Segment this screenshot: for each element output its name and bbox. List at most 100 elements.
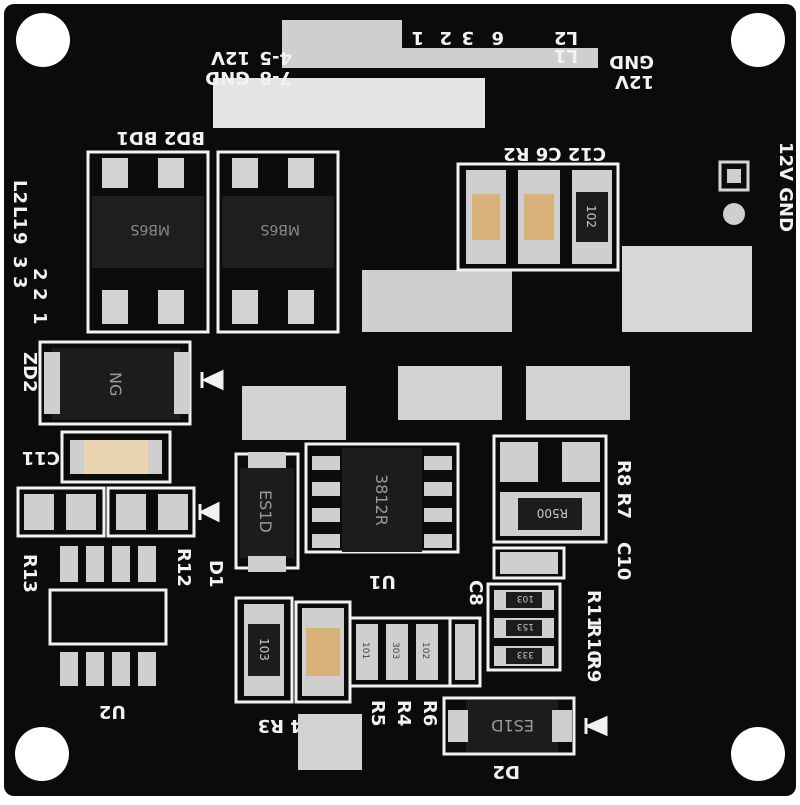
pin-number-labels: 6 3 2 1 — [411, 27, 504, 48]
bridge-2-marking: MB6S — [260, 221, 300, 237]
mounting-hole-bottom-left — [15, 727, 69, 781]
u1-pin-8 — [424, 534, 452, 548]
r7-marking: R500 — [537, 506, 568, 520]
zener-pad-right — [174, 352, 190, 414]
left-label-l1: L1 — [9, 206, 30, 230]
label-gnd-right: GND — [609, 51, 654, 72]
label-c10: C10 — [613, 542, 634, 580]
label-d1: D1 — [205, 560, 226, 587]
c12-c6-r2-label: C12 C6 R2 — [503, 143, 606, 164]
r3-text: 103 — [257, 638, 271, 661]
d2-pad-right — [552, 710, 572, 742]
label-r11: R11 — [583, 590, 604, 629]
diode-left-pad-top — [248, 452, 286, 468]
ic-marking: 3812R — [372, 474, 391, 526]
u1-pin-3 — [312, 508, 340, 522]
r13-pad-left — [24, 494, 54, 530]
c12-c6-r2-outline — [456, 162, 620, 272]
c8-label: C8 — [465, 580, 486, 606]
label-r9: R9 — [583, 656, 604, 682]
diode-left-pad-bottom — [248, 556, 286, 572]
u2-outline — [48, 588, 168, 646]
capacitor-c6-body — [524, 194, 554, 240]
r13-outline — [16, 486, 106, 538]
r8-r7-outline — [492, 434, 608, 544]
left-label-3b: 3 — [9, 276, 30, 289]
diode-es1d-left — [240, 468, 294, 558]
bd-label: BD2 BD1 — [116, 127, 205, 148]
pin-2: 2 — [439, 27, 452, 48]
d2-marking: ES1D — [491, 716, 534, 735]
resistor-r10-body — [506, 620, 542, 636]
power-labels: 12V GND — [775, 142, 796, 232]
bd2-pin-1 — [232, 158, 258, 188]
zener-diode — [52, 348, 180, 420]
bd1-pin-4 — [158, 290, 184, 324]
d1-diode-symbol-icon — [198, 501, 220, 523]
bd1-pin-1 — [102, 158, 128, 188]
d2-diode-symbol-icon — [584, 715, 608, 737]
copper-pad-right — [622, 246, 752, 332]
header-right-labels: GND 12V — [609, 51, 654, 92]
r9-r11-outline — [486, 582, 562, 672]
left-label-2b: 2 — [29, 288, 50, 301]
r11-text: 103 — [517, 593, 534, 603]
ic-text: 3812R — [372, 474, 391, 526]
resistor-r5 — [356, 624, 378, 680]
c8-outline — [448, 616, 482, 688]
diode-left-text: ES1D — [256, 490, 275, 533]
r7-text: R500 — [537, 506, 568, 520]
left-label-l2: L2 — [9, 180, 30, 204]
d2-pad-left — [448, 710, 468, 742]
label-l1: L1 — [554, 45, 578, 66]
r3-outline — [234, 596, 294, 704]
diode-left-marking: ES1D — [256, 490, 275, 533]
left-pin-labels-2: 2 2 1 — [29, 268, 50, 325]
pin-1: 1 — [411, 27, 424, 48]
resistor-r7-body — [518, 498, 582, 530]
r4-text: 303 — [390, 642, 400, 659]
capacitor-c11 — [78, 440, 152, 474]
left-label-3a: 3 — [9, 256, 30, 269]
c11-label: C11 — [22, 447, 60, 468]
resistor-r2-body — [576, 192, 608, 242]
r11-label: R11 — [583, 590, 604, 629]
label-12v-gnd: 12V GND — [775, 142, 796, 232]
copper-pad-bottom — [298, 714, 362, 770]
label-bd2-bd1: BD2 BD1 — [116, 127, 205, 148]
r8-pad-right — [562, 442, 600, 482]
r9-text: 333 — [517, 649, 534, 659]
copper-pad-mid-1 — [398, 366, 502, 420]
r5-label: R5 — [367, 700, 388, 726]
c11-outline — [60, 430, 172, 484]
label-4-5: 4-5 — [259, 47, 292, 68]
label-zd2: ZD2 — [19, 352, 40, 393]
left-label-2a: 2 — [29, 268, 50, 281]
u1-pin-1 — [312, 456, 340, 470]
label-c12-c6-r2: C12 C6 R2 — [503, 143, 606, 164]
label-r6: R6 — [419, 700, 440, 726]
mounting-hole-bottom-right — [731, 727, 785, 781]
resistor-r4 — [386, 624, 408, 680]
r12-pad-right — [158, 494, 188, 530]
power-pad-12v — [718, 160, 750, 192]
u2-pin-2 — [86, 546, 104, 582]
left-pin-labels: L2 L1 9 3 3 — [9, 180, 30, 289]
left-label-1: 1 — [29, 312, 50, 325]
r6-label: R6 — [419, 700, 440, 726]
zener-pad-left — [44, 352, 60, 414]
u2-pin-6 — [86, 652, 104, 686]
r8-r7-label: R8 R7 — [613, 460, 634, 519]
bridge-1-text: MB6S — [130, 221, 170, 237]
bridge-2-text: MB6S — [260, 221, 300, 237]
bridge-rectifier-2 — [222, 196, 334, 268]
d2-text: ES1D — [491, 716, 534, 735]
zener-marking: NG — [106, 372, 125, 396]
d2-label: D2 — [493, 761, 520, 782]
u2-pin-3 — [112, 546, 130, 582]
capacitor-c10 — [500, 552, 558, 574]
u1-pin-7 — [424, 508, 452, 522]
zener-diode-symbol-icon — [200, 369, 224, 391]
